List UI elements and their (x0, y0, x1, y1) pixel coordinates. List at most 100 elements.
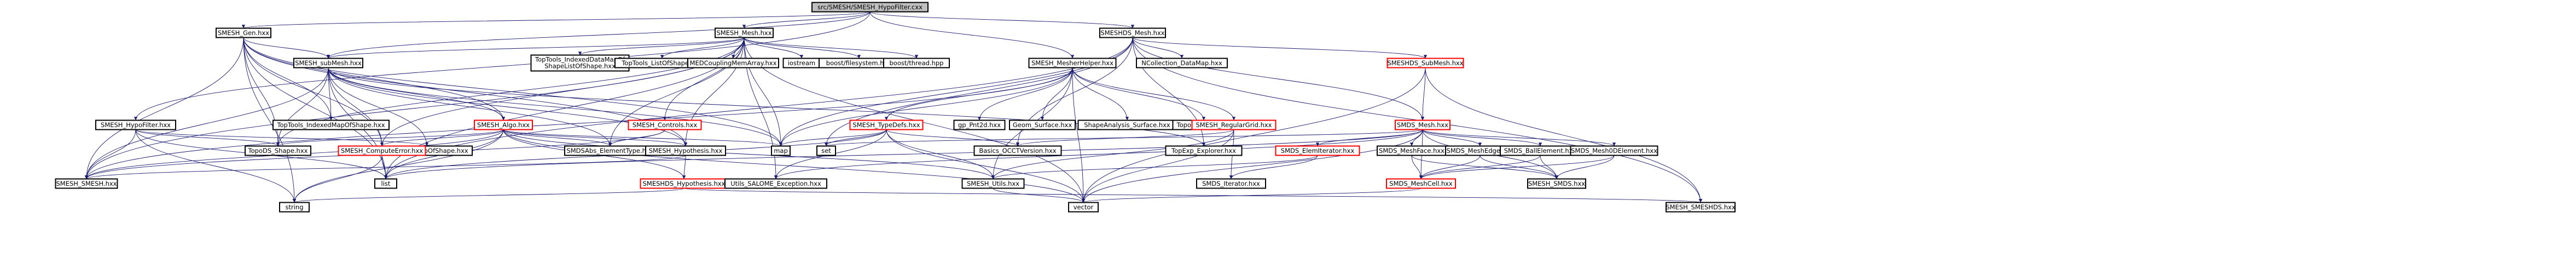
graph-node-shapeanalysis[interactable]: ShapeAnalysis_Surface.hxx (1077, 119, 1177, 130)
graph-node-hypofilter[interactable]: SMESH_HypoFilter.hxx (95, 119, 176, 130)
graph-node-regulargrid[interactable]: SMESH_RegularGrid.hxx (1191, 119, 1277, 130)
graph-node-topods-shape[interactable]: TopoDS_Shape.hxx (245, 145, 311, 156)
node-label: TopTools_ListOfShape.hxx (621, 59, 702, 67)
edge-typedefs-to-basics-occ (886, 129, 1020, 146)
graph-node-iostream[interactable]: iostream (782, 58, 821, 68)
graph-node-smdsabs[interactable]: SMDSAbs_ElementType.hxx (564, 145, 656, 156)
graph-node-map[interactable]: map (771, 145, 791, 156)
edge-gen-to-string (243, 37, 297, 203)
node-box (338, 145, 426, 156)
node-label: SMESH_TypeDefs.hxx (852, 121, 920, 129)
graph-node-smesh-smds[interactable]: SMESH_SMDS.hxx (1527, 178, 1586, 189)
node-box (816, 145, 836, 156)
graph-node-hypothesis[interactable]: SMESH_Hypothesis.hxx (645, 145, 726, 156)
edge-smeshds-submesh-to-smeshds-hxx (1425, 67, 1703, 203)
graph-node-utils-salome[interactable]: Utils_SALOME_Exception.hxx (724, 178, 827, 189)
node-box (771, 145, 791, 156)
edge-root-to-gen (242, 12, 871, 28)
graph-node-listofshape[interactable]: TopTools_ListOfShape.hxx (614, 58, 710, 68)
graph-node-smds-iterator[interactable]: SMDS_Iterator.hxx (1196, 178, 1266, 189)
graph-node-set[interactable]: set (816, 145, 836, 156)
edge-mesh0d-to-smesh-smds (1554, 155, 1615, 179)
graph-node-ballelement[interactable]: SMDS_BallElement.hxx (1500, 145, 1581, 156)
edge-algo-to-topods-shape (276, 129, 504, 146)
graph-node-medcoupling[interactable]: MEDCouplingMemArray.hxx (687, 58, 779, 68)
node-label: SMDS_MeshFace.hxx (1379, 147, 1444, 155)
node-box (1386, 58, 1464, 68)
node-box (1136, 58, 1228, 68)
graph-node-geom-surface[interactable]: Geom_Surface.hxx (1009, 119, 1076, 130)
graph-node-ncollection[interactable]: NCollection_DataMap.hxx (1136, 58, 1228, 68)
graph-node-smeshds-submesh[interactable]: SMESHDS_SubMesh.hxx (1386, 58, 1464, 68)
graph-node-vector[interactable]: vector (1068, 202, 1099, 213)
node-label: TopoDS_Shape.hxx (248, 147, 308, 155)
edge-smds-mesh-to-ballelement (1422, 129, 1542, 146)
graph-node-gen[interactable]: SMESH_Gen.hxx (216, 27, 271, 38)
node-box (95, 119, 176, 130)
graph-node-smesh-utils[interactable]: SMESH_Utils.hxx (961, 178, 1025, 189)
edge-mesher-helper-to-vector (1072, 67, 1086, 203)
edge-mesh-to-indexed-list (578, 37, 745, 55)
node-label: SMESH_Mesh.hxx (716, 29, 771, 37)
node-label: SMDS_MeshEdge.hxx (1447, 147, 1514, 155)
edge-typedefs-to-smesh-utils (886, 129, 995, 179)
graph-node-string[interactable]: string (279, 202, 310, 213)
graph-node-smesh-smesh[interactable]: SMESH_SMESH.hxx (55, 178, 118, 189)
edge-elem-iterator-to-smds-iterator (1229, 155, 1318, 179)
edge-root-to-hypofilter (134, 12, 871, 121)
node-box (811, 2, 929, 13)
node-box (272, 119, 390, 130)
graph-node-indexed-mapofshape[interactable]: TopTools_IndexedMapOfShape.hxx (272, 119, 390, 130)
graph-node-smeshds-hxx[interactable]: SMESH_SMESHDS.hxx (1666, 202, 1736, 213)
node-label: SMDS_MeshCell.hxx (1389, 180, 1453, 187)
graph-node-elem-iterator[interactable]: SMDS_ElemIterator.hxx (1275, 145, 1360, 156)
graph-node-smeshds-mesh[interactable]: SMESHDS_Mesh.hxx (1099, 27, 1166, 38)
edge-hypothesis-to-smesh-smesh (85, 155, 686, 179)
edge-mesher-helper-to-geom-surface (1040, 67, 1073, 121)
edge-algo-to-smesh-utils (503, 129, 995, 179)
edge-smds-mesh-to-set (825, 129, 1423, 146)
graph-node-meshface[interactable]: SMDS_MeshFace.hxx (1377, 145, 1447, 156)
edge-smeshds-mesh-to-ncollection (1132, 37, 1184, 59)
edge-meshedge-to-meshcell (1419, 155, 1481, 179)
edge-algo-to-vector (503, 129, 1086, 203)
node-box (645, 145, 726, 156)
graph-node-submesh[interactable]: SMESH_subMesh.hxx (293, 58, 363, 68)
graph-node-basics-occ[interactable]: Basics_OCCTVersion.hxx (973, 145, 1062, 156)
node-box (961, 178, 1025, 189)
edge-submesh-to-indexed-mapofshape (328, 67, 333, 121)
edge-compute-error-to-string (292, 155, 382, 203)
graph-node-boost-fs[interactable]: boost/filesystem.hpp (819, 58, 900, 68)
graph-node-mesh[interactable]: SMESH_Mesh.hxx (715, 27, 774, 38)
node-box (687, 58, 779, 68)
graph-node-compute-error[interactable]: SMESH_ComputeError.hxx (338, 145, 426, 156)
node-label: SMESHDS_Mesh.hxx (1100, 29, 1164, 37)
graph-node-meshedge[interactable]: SMDS_MeshEdge.hxx (1445, 145, 1515, 156)
node-box (724, 178, 827, 189)
graph-node-list[interactable]: list (374, 178, 397, 189)
edge-meshface-to-smesh-smds (1411, 155, 1559, 179)
graph-node-boost-thread[interactable]: boost/thread.hpp (883, 58, 950, 68)
graph-node-controls[interactable]: SMESH_Controls.hxx (628, 119, 702, 130)
graph-node-mesher-helper[interactable]: SMESH_MesherHelper.hxx (1028, 58, 1117, 68)
node-box (374, 178, 397, 189)
node-label: gp_Pnt2d.hxx (958, 121, 1001, 129)
graph-node-smeshds-hypothesis[interactable]: SMESHDS_Hypothesis.hxx (640, 178, 728, 189)
graph-node-typedefs[interactable]: SMESH_TypeDefs.hxx (849, 119, 924, 130)
graph-node-root[interactable]: src/SMESH/SMESH_HypoFilter.cxx (811, 2, 929, 13)
graph-node-topexp-explorer[interactable]: TopExp_Explorer.hxx (1165, 145, 1243, 156)
edge-smds-mesh-to-utils-salome (774, 129, 1423, 179)
node-label: SMDS_Mesh0DElement.hxx (1571, 147, 1657, 155)
edge-smeshds-hypothesis-to-string (293, 188, 684, 203)
graph-node-meshcell[interactable]: SMDS_MeshCell.hxx (1386, 178, 1456, 189)
edge-smds-mesh-to-mesh0d (1422, 129, 1616, 146)
graph-node-smds-mesh[interactable]: SMDS_Mesh.hxx (1395, 119, 1451, 130)
graph-node-mesh0d[interactable]: SMDS_Mesh0DElement.hxx (1570, 145, 1658, 156)
node-label: SMESH_Controls.hxx (633, 121, 697, 129)
edge-mesher-helper-to-shapeanalysis (1072, 67, 1129, 121)
node-box (474, 119, 533, 130)
graph-node-algo[interactable]: SMESH_Algo.hxx (474, 119, 533, 130)
graph-node-gp-pnt2d[interactable]: gp_Pnt2d.hxx (953, 119, 1006, 130)
